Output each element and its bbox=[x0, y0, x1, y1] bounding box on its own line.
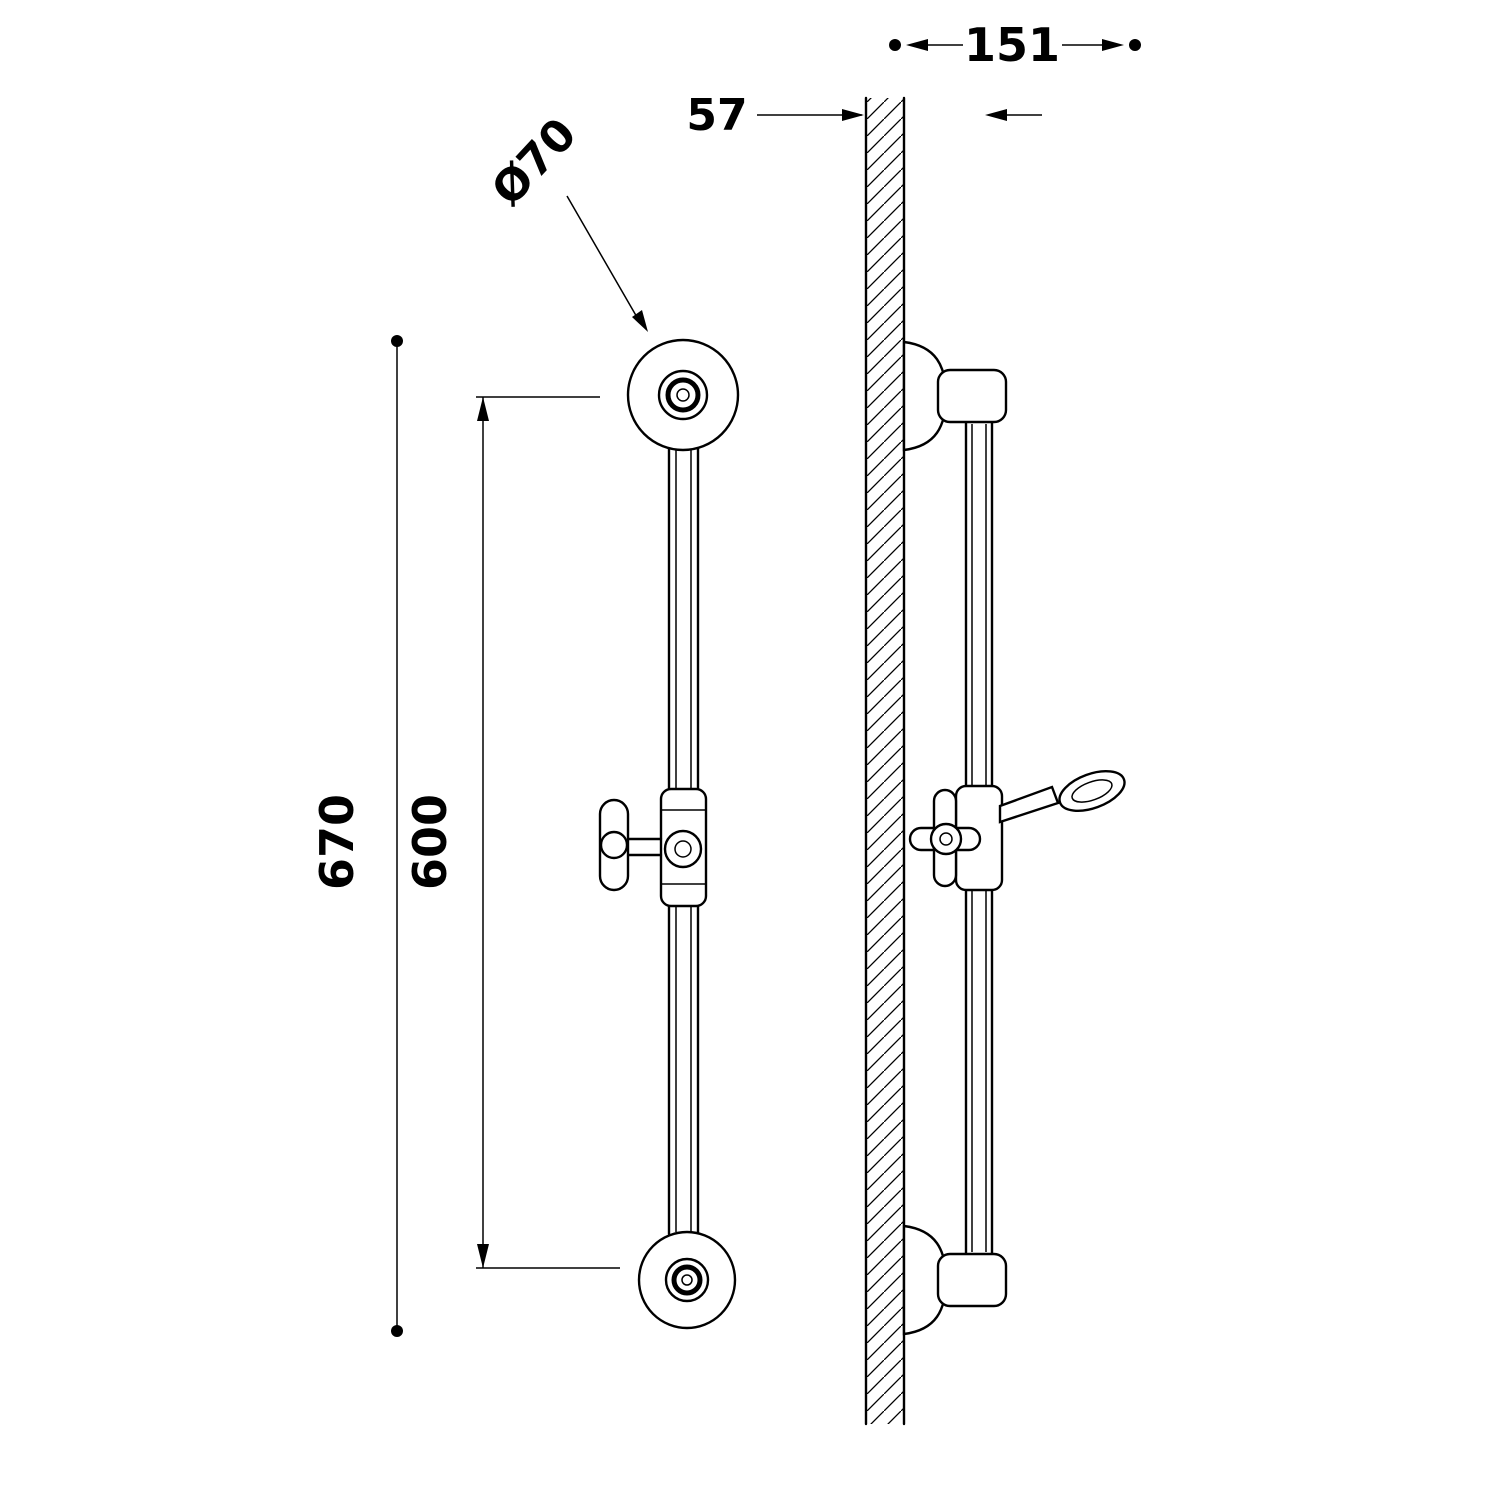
dimension-end-dot bbox=[889, 39, 901, 51]
dimension-end-dot bbox=[1129, 39, 1141, 51]
top-flange-front bbox=[626, 338, 740, 452]
holder-arm bbox=[998, 785, 1060, 824]
dim-overall-length-label: 670 bbox=[310, 794, 364, 890]
dim-wall-offset: 57 bbox=[686, 90, 1042, 141]
dim-projection: 151 bbox=[889, 18, 1141, 72]
slider-side bbox=[908, 770, 1126, 892]
arrowhead-right bbox=[1102, 39, 1124, 51]
arrowhead-leader bbox=[632, 310, 648, 332]
top-mount-side bbox=[902, 340, 1008, 452]
dim-wall-offset-label: 57 bbox=[686, 90, 747, 141]
slider-front bbox=[598, 787, 708, 908]
holder-cup bbox=[1058, 770, 1126, 812]
leader-line bbox=[566, 195, 639, 320]
bottom-flange-front bbox=[637, 1230, 737, 1330]
arrowhead-up bbox=[477, 397, 489, 421]
dim-projection-label: 151 bbox=[964, 18, 1060, 72]
dim-flange-diameter: Ø70 bbox=[482, 109, 648, 332]
dim-overall-length: 670 bbox=[310, 335, 403, 1337]
dim-mounting-distance-label: 600 bbox=[403, 794, 457, 890]
arrowhead-left bbox=[906, 39, 928, 51]
wall-hatch bbox=[867, 98, 904, 1424]
slide-bar-side bbox=[964, 420, 994, 1256]
arrowhead-down bbox=[477, 1244, 489, 1268]
wall-section bbox=[864, 96, 906, 1426]
arrowhead-left bbox=[985, 109, 1007, 121]
dimension-end-dot bbox=[391, 335, 403, 347]
bottom-mount-side bbox=[902, 1224, 1008, 1336]
side-view bbox=[864, 96, 1126, 1426]
front-view bbox=[598, 338, 740, 1330]
slide-bar-front bbox=[667, 446, 700, 1236]
dim-flange-diameter-label: Ø70 bbox=[482, 109, 587, 216]
dim-mounting-distance: 600 bbox=[403, 396, 620, 1269]
dimension-end-dot bbox=[391, 1325, 403, 1337]
arrowhead-right bbox=[842, 109, 864, 121]
